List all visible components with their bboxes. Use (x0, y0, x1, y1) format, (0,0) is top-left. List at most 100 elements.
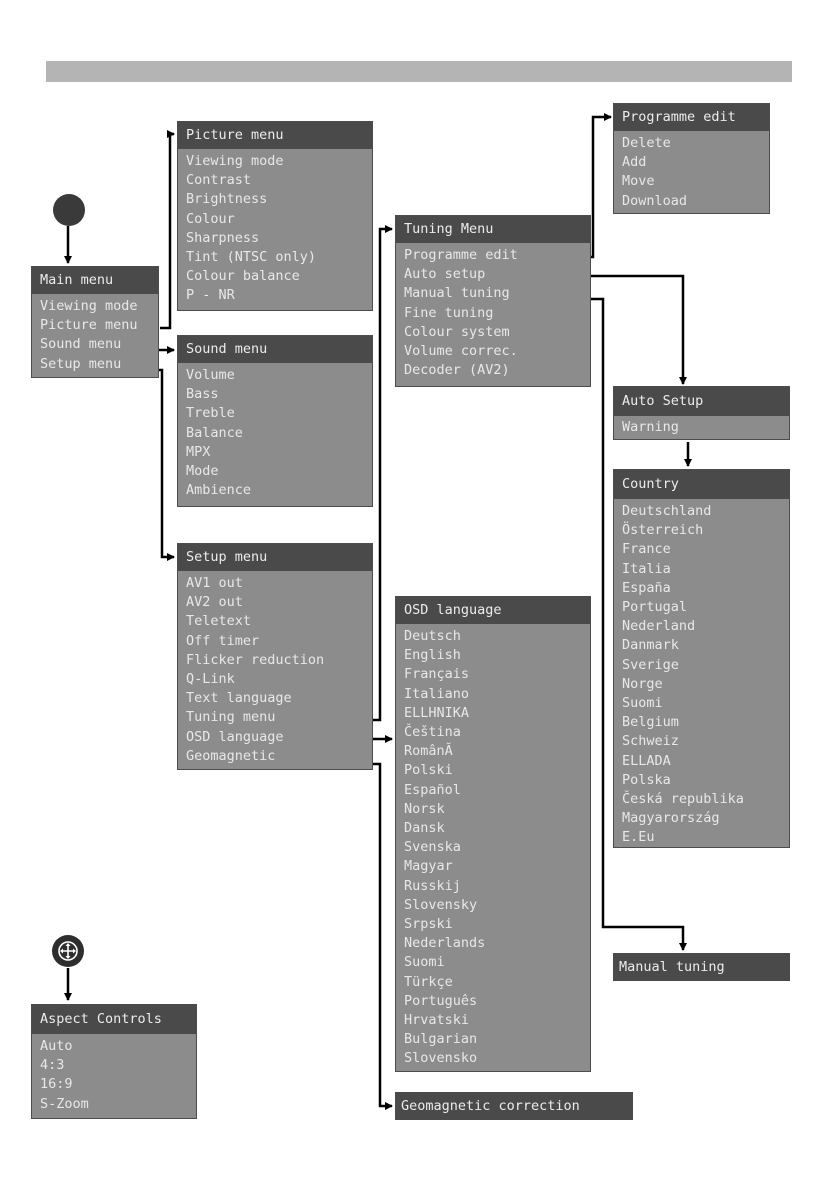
tuning-menu: Tuning Menu Programme edit Auto setup Ma… (395, 215, 591, 387)
auto-setup-menu: Auto Setup Warning (613, 386, 790, 440)
osd-language-item[interactable]: Bulgarian (404, 1031, 478, 1048)
country-item[interactable]: Danmark (622, 637, 679, 654)
setup-menu-item[interactable]: Q-Link (186, 671, 235, 688)
setup-menu-item[interactable]: AV1 out (186, 575, 243, 591)
country-item[interactable]: Portugal (622, 599, 688, 616)
main-menu-item[interactable]: Picture menu (40, 317, 138, 334)
programme-edit-item[interactable]: Move (622, 173, 655, 190)
osd-language-menu: OSD language Deutsch English Français It… (395, 596, 591, 1072)
sound-menu-item[interactable]: Mode (186, 463, 219, 480)
setup-menu-item[interactable]: Tuning menu (186, 709, 276, 726)
country-item[interactable]: Norge (622, 675, 663, 692)
country-item[interactable]: France (622, 541, 671, 558)
main-menu-title: Main menu (32, 267, 158, 294)
osd-language-item[interactable]: Português (404, 992, 478, 1009)
picture-menu-item[interactable]: P - NR (186, 287, 235, 304)
country-item[interactable]: Italia (622, 560, 671, 577)
setup-menu-item[interactable]: OSD language (186, 728, 284, 745)
osd-language-item[interactable]: Magyar (404, 858, 453, 875)
osd-language-item[interactable]: Slovensky (404, 896, 478, 913)
osd-language-item[interactable]: Dansk (404, 820, 445, 837)
country-item[interactable]: E.Eu (622, 829, 655, 846)
setup-menu-item[interactable]: Off timer (186, 632, 260, 649)
osd-language-item[interactable]: Russkij (404, 877, 461, 894)
osd-language-item[interactable]: Hrvatski (404, 1012, 470, 1029)
tuning-menu-item[interactable]: Volume correc. (404, 343, 518, 360)
osd-language-item[interactable]: Polski (404, 762, 453, 779)
sound-menu-item[interactable]: MPX (186, 443, 211, 460)
country-item[interactable]: Deutschland (622, 503, 712, 519)
country-item[interactable]: Suomi (622, 695, 663, 712)
country-item[interactable]: Schweiz (622, 733, 679, 750)
main-menu-item[interactable]: Viewing mode (40, 298, 138, 314)
picture-menu-item[interactable]: Contrast (186, 172, 252, 189)
setup-menu-item[interactable]: Teletext (186, 613, 252, 630)
programme-edit-title: Programme edit (614, 104, 769, 131)
aspect-cross-arrows-icon (52, 935, 84, 967)
tuning-menu-item[interactable]: Auto setup (404, 266, 486, 283)
programme-edit-item[interactable]: Add (622, 154, 647, 171)
osd-language-item[interactable]: Srpski (404, 916, 453, 933)
tuning-menu-item[interactable]: Programme edit (404, 247, 518, 263)
osd-language-item[interactable]: Suomi (404, 954, 445, 971)
osd-language-item[interactable]: English (404, 647, 461, 664)
setup-menu-item[interactable]: AV2 out (186, 594, 243, 611)
manual-tuning-box[interactable]: Manual tuning (613, 953, 790, 981)
main-menu-item[interactable]: Setup menu (40, 355, 122, 372)
sound-menu-item[interactable]: Bass (186, 386, 219, 403)
country-item[interactable]: Sverige (622, 656, 679, 673)
aspect-controls-item[interactable]: Auto (40, 1038, 73, 1054)
geomagnetic-correction-box[interactable]: Geomagnetic correction (395, 1092, 633, 1120)
country-item[interactable]: Belgium (622, 714, 679, 731)
main-menu-item[interactable]: Sound menu (40, 336, 122, 353)
country-item[interactable]: Česká republika (622, 791, 744, 808)
sound-menu-item[interactable]: Ambience (186, 482, 252, 499)
osd-language-item[interactable]: Deutsch (404, 628, 461, 644)
tuning-menu-item[interactable]: Colour system (404, 323, 510, 340)
sound-menu-item[interactable]: Treble (186, 405, 235, 422)
country-item[interactable]: Österreich (622, 522, 704, 539)
sound-menu-item[interactable]: Balance (186, 424, 243, 441)
aspect-controls-item[interactable]: S-Zoom (40, 1095, 89, 1112)
country-item[interactable]: Polska (622, 771, 671, 788)
osd-language-item[interactable]: Español (404, 781, 461, 798)
osd-language-item[interactable]: Čeština (404, 724, 461, 741)
country-item[interactable]: Nederland (622, 618, 696, 635)
setup-menu-item[interactable]: Text language (186, 690, 292, 707)
tuning-menu-item[interactable]: Fine tuning (404, 304, 494, 321)
setup-menu-title: Setup menu (178, 544, 372, 571)
picture-menu-item[interactable]: Viewing mode (186, 153, 284, 169)
setup-menu-item[interactable]: Flicker reduction (186, 651, 325, 668)
filled-circle-icon (53, 194, 85, 226)
programme-edit-item[interactable]: Delete (622, 135, 671, 151)
picture-menu: Picture menu Viewing mode Contrast Brigh… (177, 121, 373, 311)
country-item[interactable]: Magyarország (622, 810, 720, 827)
osd-language-item[interactable]: Norsk (404, 800, 445, 817)
osd-language-item[interactable]: Français (404, 666, 470, 683)
tuning-menu-title: Tuning Menu (396, 216, 590, 243)
aspect-controls-item[interactable]: 16:9 (40, 1076, 73, 1093)
osd-language-item[interactable]: Svenska (404, 839, 461, 856)
programme-edit-item[interactable]: Download (622, 192, 688, 209)
country-item[interactable]: ELLADA (622, 752, 671, 769)
osd-language-item[interactable]: ELLHNIKA (404, 704, 470, 721)
picture-menu-item[interactable]: Brightness (186, 191, 268, 208)
country-item[interactable]: España (622, 579, 671, 596)
auto-setup-item[interactable]: Warning (622, 419, 679, 435)
picture-menu-item[interactable]: Colour (186, 210, 235, 227)
tuning-menu-item[interactable]: Manual tuning (404, 285, 510, 302)
osd-language-item[interactable]: Nederlands (404, 935, 486, 952)
country-title: Country (614, 470, 789, 499)
picture-menu-item[interactable]: Sharpness (186, 229, 260, 246)
sound-menu-item[interactable]: Volume (186, 367, 235, 383)
aspect-controls-item[interactable]: 4:3 (40, 1057, 65, 1074)
setup-menu: Setup menu AV1 out AV2 out Teletext Off … (177, 543, 373, 770)
osd-language-item[interactable]: RomânĂ (404, 743, 453, 760)
osd-language-item[interactable]: Türkçe (404, 973, 453, 990)
picture-menu-item[interactable]: Tint (NTSC only) (186, 249, 317, 266)
picture-menu-item[interactable]: Colour balance (186, 268, 300, 285)
setup-menu-item[interactable]: Geomagnetic (186, 747, 276, 764)
osd-language-item[interactable]: Slovensko (404, 1050, 478, 1067)
tuning-menu-item[interactable]: Decoder (AV2) (404, 362, 510, 379)
osd-language-item[interactable]: Italiano (404, 685, 470, 702)
